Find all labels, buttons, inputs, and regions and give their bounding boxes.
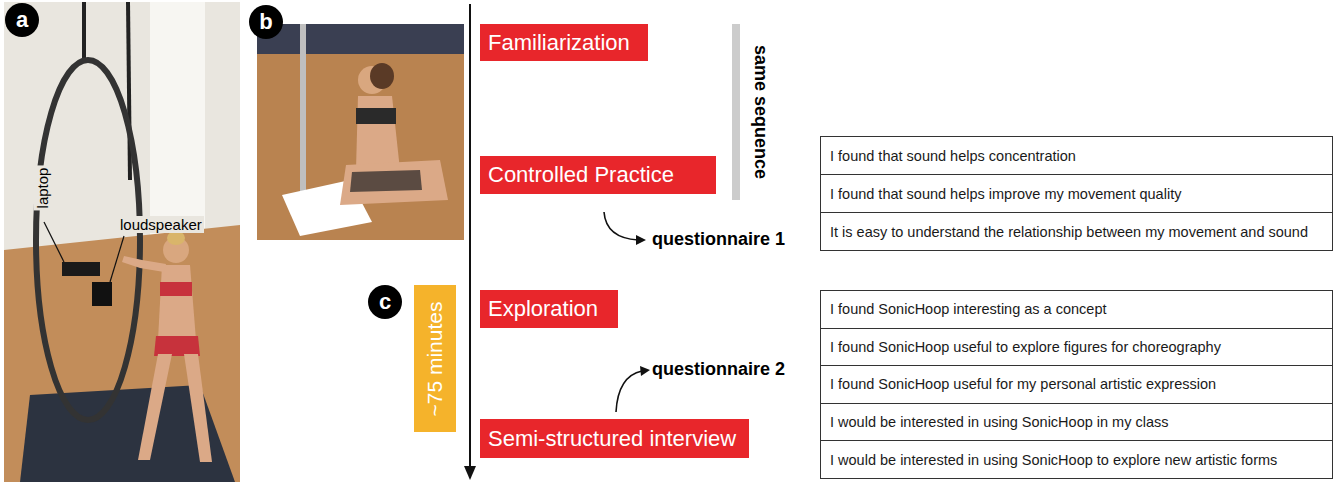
- leader-line: [110, 236, 124, 282]
- table-cell: I found SonicHoop interesting as a conce…: [820, 290, 1333, 329]
- node-text: ~75 minutes: [423, 301, 447, 416]
- node-text: a: [16, 7, 28, 33]
- figure-arm: [122, 256, 166, 272]
- figure-torso: [356, 96, 400, 170]
- aerial-hoop: [36, 60, 140, 420]
- node-text: Familiarization: [488, 30, 630, 56]
- curved-arrow: [616, 371, 642, 412]
- figure-leg: [184, 354, 212, 462]
- arrowhead: [640, 366, 650, 376]
- figure-top: [356, 108, 396, 124]
- node-text: Exploration: [488, 296, 598, 322]
- part-label: loudspeaker: [118, 216, 204, 233]
- table-cell: I found that sound helps concentration: [820, 136, 1333, 175]
- table-cell: I found SonicHoop useful for my personal…: [820, 365, 1333, 404]
- figure-top: [160, 282, 192, 296]
- leader-line: [44, 222, 64, 262]
- table-cell: I found SonicHoop useful to explore figu…: [820, 328, 1333, 367]
- hang-strap: [128, 2, 130, 180]
- photo-floor: [257, 24, 464, 240]
- figure-torso: [158, 265, 196, 340]
- node-text: Semi-structured interview: [488, 426, 736, 452]
- table-cell: I found that sound helps improve my move…: [820, 174, 1333, 213]
- figure-hair: [167, 231, 185, 245]
- bracket-label: same sequence: [750, 45, 771, 179]
- callout-letter: a: [5, 3, 39, 37]
- phase-box: Familiarization: [480, 24, 648, 61]
- photo-a: [4, 2, 240, 482]
- phase-box: Exploration: [480, 290, 618, 328]
- phase-box: Controlled Practice: [480, 156, 716, 194]
- callout-letter: b: [249, 5, 283, 39]
- questionnaire-label: questionnaire 2: [652, 359, 785, 380]
- figure-leg: [138, 354, 172, 460]
- photo-b: [257, 24, 464, 240]
- sequence-bracket: [732, 24, 740, 200]
- table-cell: I would be interested in using SonicHoop…: [820, 440, 1333, 479]
- part-label: laptop: [34, 166, 51, 211]
- node-text: b: [259, 9, 272, 35]
- table-cell: I would be interested in using SonicHoop…: [820, 403, 1333, 442]
- figure-legs: [340, 160, 448, 205]
- table-cell: It is easy to understand the relationshi…: [820, 212, 1333, 251]
- node-text: c: [379, 289, 391, 315]
- figure-shorts: [350, 170, 422, 192]
- duration-bar: ~75 minutes: [414, 285, 456, 432]
- hoop-strap: [82, 2, 86, 60]
- node-text: Controlled Practice: [488, 162, 674, 188]
- callout-letter: c: [368, 285, 402, 319]
- laptop-shape: [62, 262, 100, 276]
- photo-mat: [257, 24, 464, 54]
- timeline-arrowhead: [464, 466, 476, 480]
- loudspeaker-shape: [92, 282, 112, 306]
- figure-hair: [370, 63, 394, 89]
- phase-box: Semi-structured interview: [480, 419, 749, 458]
- timeline-axis: [469, 4, 471, 467]
- photo-wall: [4, 2, 240, 482]
- arrowhead: [636, 235, 646, 245]
- curved-arrow: [604, 212, 638, 240]
- dance-pole: [300, 24, 306, 204]
- figure-shorts: [154, 336, 200, 356]
- questionnaire-label: questionnaire 1: [652, 229, 785, 250]
